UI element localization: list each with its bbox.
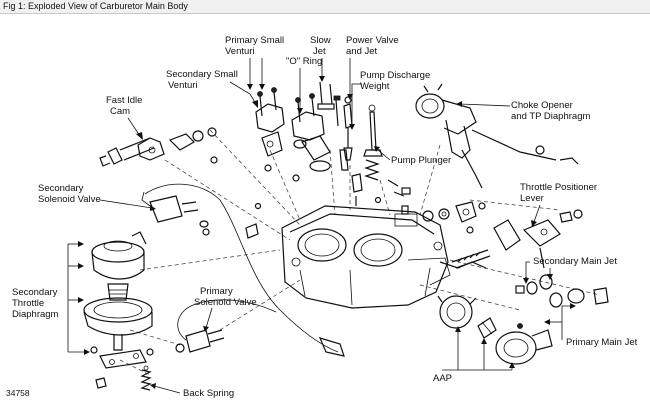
label-primary-small-venturi-1: Primary Small <box>225 35 284 46</box>
label-fast-idle-cam-2: Cam <box>110 106 130 117</box>
back-spring-part <box>140 365 152 391</box>
label-pump-plunger: Pump Plunger <box>391 155 451 166</box>
secondary-small-venturi-part <box>255 87 285 157</box>
label-choke-opener-1: Choke Opener <box>511 100 573 111</box>
label-secondary-solenoid-2: Solenoid Valve <box>38 194 101 205</box>
label-pump-discharge-1: Pump Discharge <box>360 70 430 81</box>
label-pump-discharge-2: Weight <box>360 81 390 92</box>
primary-solenoid-valve-part <box>175 299 277 353</box>
label-secondary-small-venturi-1: Secondary Small <box>166 69 238 80</box>
label-primary-main-jet: Primary Main Jet <box>566 337 638 348</box>
label-secondary-throttle-3: Diaphragm <box>12 309 59 320</box>
figure-reference-number: 34758 <box>6 388 30 398</box>
leader-lines <box>67 58 576 394</box>
label-secondary-small-venturi-2: Venturi <box>168 80 198 91</box>
label-o-ring: "O" Ring <box>286 56 322 67</box>
label-throttle-positioner-1: Throttle Positioner <box>520 182 597 193</box>
label-secondary-throttle-1: Secondary <box>12 287 58 298</box>
label-primary-solenoid-1: Primary <box>200 286 233 297</box>
secondary-throttle-diaphragm-part <box>83 231 154 389</box>
loose-hardware <box>202 156 486 239</box>
fast-idle-cam-part <box>99 127 217 167</box>
aap-part <box>437 295 553 365</box>
label-choke-opener-2: and TP Diaphragm <box>511 111 590 122</box>
label-power-valve-2: and Jet <box>346 46 378 57</box>
label-aap: AAP <box>433 373 452 384</box>
label-slow-jet-1: Slow <box>310 35 331 46</box>
label-secondary-solenoid-1: Secondary <box>38 183 84 194</box>
label-secondary-throttle-2: Throttle <box>12 298 44 309</box>
label-primary-solenoid-2: Solenoid Valve <box>194 297 257 308</box>
label-fast-idle-cam-1: Fast Idle <box>106 95 142 106</box>
label-secondary-main-jet: Secondary Main Jet <box>533 256 617 267</box>
label-primary-small-venturi-2: Venturi <box>225 46 255 57</box>
secondary-solenoid-valve-part <box>141 183 345 357</box>
part-labels: Primary Small Venturi "O" Ring Slow Jet … <box>6 35 638 399</box>
assembly-guide-lines <box>119 129 601 376</box>
label-throttle-positioner-2: Lever <box>520 193 544 204</box>
label-power-valve-1: Power Valve <box>346 35 399 46</box>
main-jets-part <box>451 249 609 308</box>
throttle-positioner-lever-part <box>422 201 583 269</box>
caption-bar: Fig 1: Exploded View of Carburetor Main … <box>0 0 650 14</box>
primary-small-venturi-part <box>291 81 349 172</box>
label-back-spring: Back Spring <box>183 388 234 399</box>
carburetor-main-body <box>281 205 487 309</box>
label-slow-jet-2: Jet <box>313 46 326 57</box>
figure-caption: Fig 1: Exploded View of Carburetor Main … <box>3 1 188 11</box>
